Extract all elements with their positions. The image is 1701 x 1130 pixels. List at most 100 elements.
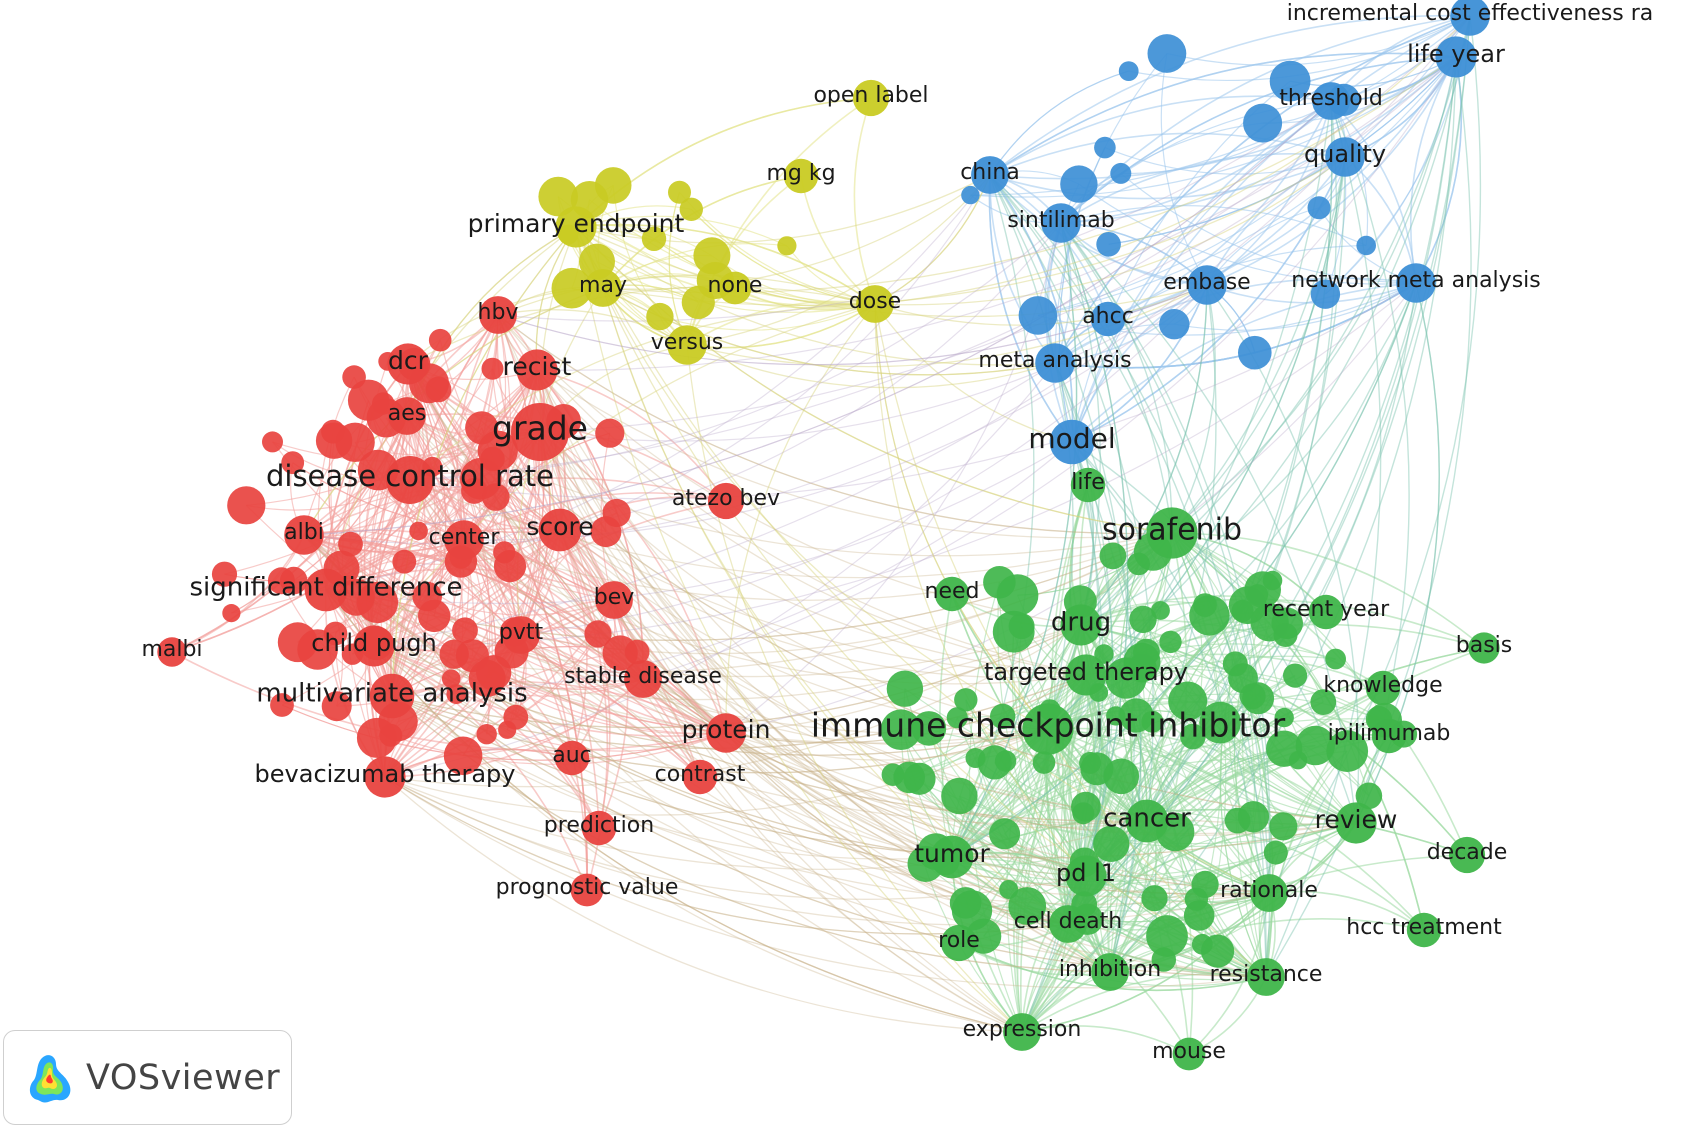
green-cluster-node[interactable] [1094, 644, 1114, 664]
yellow-cluster-node[interactable] [551, 267, 593, 309]
red-cluster-node[interactable] [584, 620, 612, 648]
red-cluster-node[interactable] [595, 418, 625, 448]
red-cluster-node[interactable] [321, 691, 352, 722]
green-cluster-node[interactable] [1079, 751, 1102, 774]
red-cluster-node[interactable] [281, 451, 305, 475]
blue-cluster-node[interactable] [1269, 60, 1311, 102]
green-cluster-node[interactable] [1274, 707, 1294, 728]
green-cluster-node[interactable] [1355, 782, 1383, 810]
green-cluster-node[interactable] [1129, 605, 1157, 634]
node-bevacizumab-therapy[interactable] [364, 756, 406, 798]
green-cluster-node[interactable] [1191, 933, 1213, 955]
green-cluster-node[interactable] [1191, 870, 1219, 899]
yellow-cluster-node[interactable] [693, 237, 731, 275]
green-cluster-node[interactable] [1283, 663, 1308, 688]
red-cluster-node[interactable] [315, 422, 353, 459]
node-protein[interactable] [706, 713, 746, 753]
red-cluster-node[interactable] [270, 693, 294, 717]
node-sorafenib[interactable] [1146, 507, 1198, 559]
blue-cluster-node[interactable] [1110, 162, 1132, 184]
red-cluster-node[interactable] [409, 521, 428, 541]
node-primary-endpoint[interactable] [555, 206, 597, 248]
node-meta-analysis[interactable] [1035, 343, 1075, 383]
node-aes[interactable] [388, 397, 426, 435]
green-cluster-node[interactable] [1237, 801, 1270, 833]
green-cluster-node[interactable] [1008, 613, 1035, 640]
node-resistance[interactable] [1247, 958, 1285, 996]
green-cluster-node[interactable] [1119, 698, 1154, 733]
blue-cluster-node[interactable] [1094, 136, 1116, 159]
node-child-pugh[interactable] [353, 625, 395, 667]
green-cluster-node[interactable] [996, 574, 1039, 617]
green-cluster-node[interactable] [994, 750, 1017, 772]
red-cluster-node[interactable] [476, 724, 497, 745]
node-multivariate-analysis[interactable] [369, 673, 415, 719]
green-cluster-node[interactable] [1180, 723, 1206, 750]
red-cluster-node[interactable] [590, 516, 622, 548]
node-open-label[interactable] [852, 79, 890, 117]
yellow-cluster-node[interactable] [777, 236, 797, 256]
node-immune-checkpoint-inhibitor[interactable] [1022, 703, 1074, 755]
red-cluster-node[interactable] [347, 379, 390, 421]
node-tumor[interactable] [930, 835, 974, 879]
green-cluster-node[interactable] [999, 880, 1019, 899]
red-cluster-node[interactable] [493, 541, 516, 564]
red-cluster-node[interactable] [624, 639, 650, 665]
node-albi[interactable] [284, 515, 324, 555]
red-cluster-node[interactable] [356, 581, 399, 624]
node-ahcc[interactable] [1090, 301, 1126, 337]
green-cluster-node[interactable] [1295, 725, 1336, 766]
red-cluster-node[interactable] [476, 655, 512, 691]
blue-cluster-node[interactable] [1018, 296, 1058, 335]
green-cluster-node[interactable] [1273, 623, 1298, 647]
node-bev[interactable] [595, 581, 633, 619]
yellow-cluster-node[interactable] [679, 197, 703, 221]
green-cluster-node[interactable] [1325, 648, 1346, 670]
red-cluster-node[interactable] [418, 599, 451, 633]
red-cluster-node[interactable] [481, 357, 504, 380]
blue-cluster-node[interactable] [1159, 309, 1190, 340]
blue-cluster-node[interactable] [1307, 196, 1331, 220]
blue-cluster-node[interactable] [1147, 34, 1187, 73]
node-mg-kg[interactable] [783, 158, 819, 194]
green-cluster-node[interactable] [965, 748, 986, 768]
green-cluster-node[interactable] [1326, 730, 1369, 772]
node-recist[interactable] [516, 349, 558, 391]
green-cluster-node[interactable] [954, 688, 978, 712]
node-drug[interactable] [1060, 604, 1102, 646]
node-life-year[interactable] [1435, 36, 1477, 78]
green-cluster-node[interactable] [1146, 915, 1188, 957]
green-cluster-node[interactable] [1269, 812, 1298, 841]
node-mouse[interactable] [1172, 1037, 1206, 1071]
node-expression[interactable] [1003, 1013, 1041, 1051]
blue-cluster-node[interactable] [1310, 279, 1341, 309]
red-cluster-node[interactable] [262, 431, 283, 453]
blue-cluster-node[interactable] [1060, 165, 1098, 203]
green-cluster-node[interactable] [1263, 840, 1288, 865]
green-cluster-node[interactable] [990, 703, 1016, 729]
yellow-cluster-node[interactable] [668, 180, 691, 204]
blue-cluster-node[interactable] [1096, 232, 1121, 257]
node-quality[interactable] [1325, 137, 1365, 177]
red-cluster-node[interactable] [441, 669, 461, 688]
green-cluster-node[interactable] [946, 707, 968, 729]
green-cluster-node[interactable] [1093, 825, 1130, 863]
node-role[interactable] [940, 924, 978, 962]
node-pvtt[interactable] [502, 616, 540, 654]
green-cluster-node[interactable] [1199, 701, 1241, 744]
green-cluster-node[interactable] [1310, 689, 1337, 715]
green-cluster-node[interactable] [1032, 751, 1056, 774]
node-targeted-therapy[interactable] [1065, 654, 1107, 696]
node-rationale[interactable] [1250, 874, 1288, 912]
node-network-meta-analysis[interactable] [1396, 263, 1436, 303]
red-cluster-node[interactable] [227, 486, 266, 525]
green-cluster-node[interactable] [951, 890, 993, 931]
yellow-cluster-node[interactable] [538, 176, 578, 217]
green-cluster-node[interactable] [1105, 657, 1147, 699]
red-cluster-node[interactable] [297, 629, 338, 670]
node-center[interactable] [444, 520, 484, 560]
blue-cluster-node[interactable] [1118, 61, 1139, 81]
node-ipilimumab[interactable] [1371, 718, 1407, 754]
